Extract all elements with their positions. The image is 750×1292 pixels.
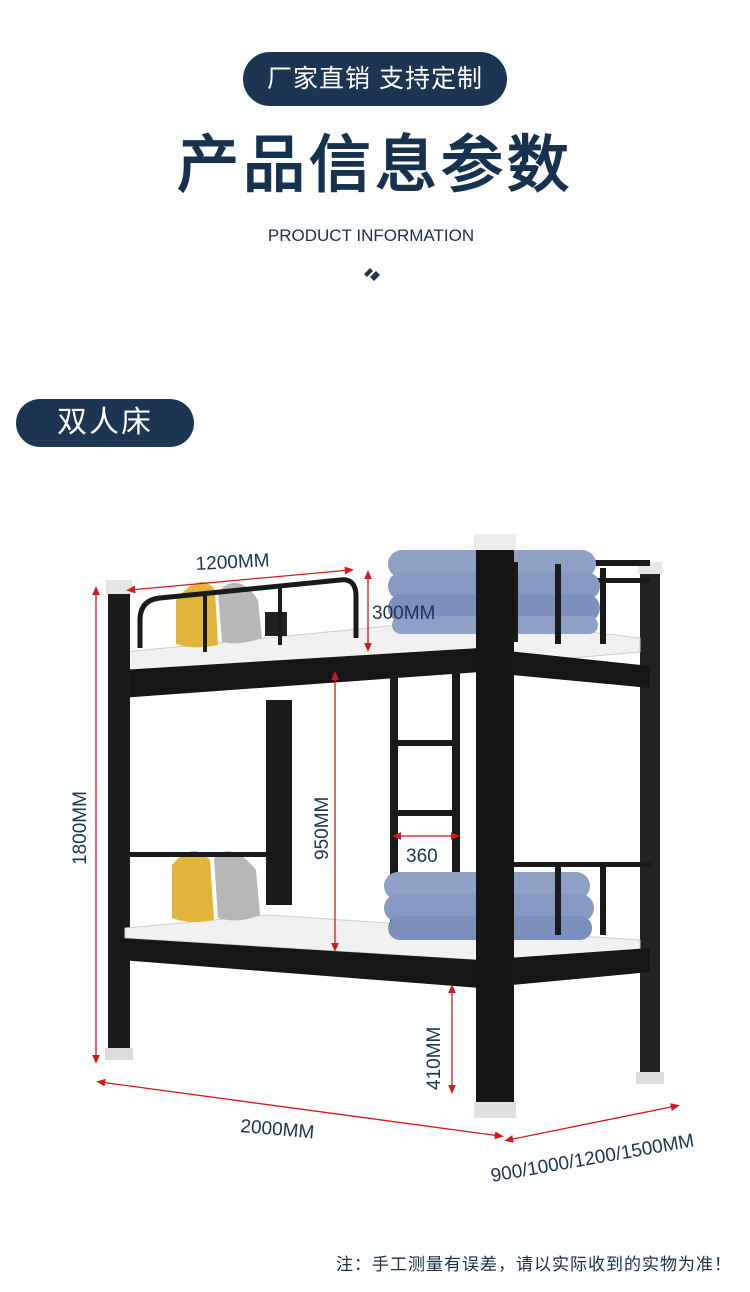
bed-type-label: 双人床 [16, 399, 194, 447]
lower-pillow-grey [214, 851, 260, 921]
lower-frame-beam [120, 938, 650, 988]
promo-pill: 厂家直销 支持定制 [243, 52, 507, 106]
measurement-note: 注：手工测量有误差，请以实际收到的实物为准！ [336, 1255, 732, 1274]
lower-pillow-yellow [172, 851, 214, 923]
dim-depth-options: 900/1000/1200/1500MM [489, 1130, 696, 1186]
front-right-post [476, 548, 514, 1118]
back-left-post [266, 700, 292, 905]
bunk-bed-illustration: 1200MM 300MM 1800MM 950MM 360 410MM 2000… [70, 534, 696, 1187]
front-left-post [108, 590, 130, 1060]
dimension-lines [92, 566, 680, 1143]
dim-floor-clearance: 410MM [424, 1027, 445, 1090]
dim-total-height: 1800MM [70, 791, 91, 865]
upper-pillow-grey [218, 582, 262, 644]
back-right-post [640, 572, 660, 1082]
diamond-icon [364, 268, 380, 281]
dim-length: 2000MM [240, 1116, 315, 1143]
dim-ladder-width: 360 [406, 846, 438, 867]
page-title: 产品信息参数 [176, 131, 573, 200]
dim-bunk-gap: 950MM [312, 797, 333, 860]
dim-width-top: 1200MM [195, 550, 270, 575]
upper-frame-beam [120, 648, 650, 698]
page-subtitle: PRODUCT INFORMATION [267, 226, 475, 245]
upper-pillow-yellow [176, 582, 218, 648]
dim-guard-height: 300MM [372, 603, 435, 624]
